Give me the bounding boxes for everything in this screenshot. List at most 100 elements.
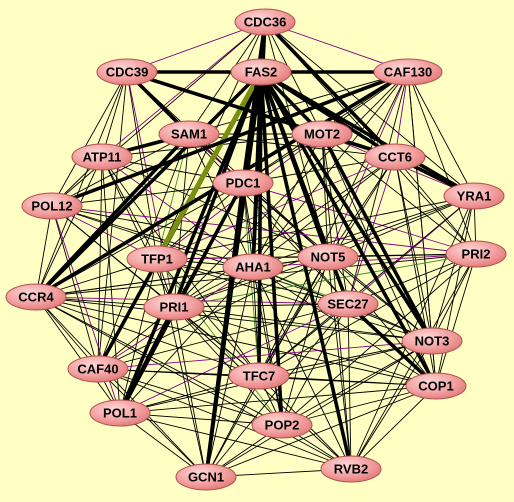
edge-fas2-not5: [259, 70, 330, 259]
node-cop1[interactable]: COP1: [405, 372, 467, 400]
node-ellipse: [251, 411, 313, 439]
edge-pri1-gcn1: [173, 306, 207, 478]
edge-cdc36-mot2: [264, 21, 323, 135]
edge-sec27-pol1: [119, 303, 349, 414]
node-cdc39[interactable]: CDC39: [96, 58, 158, 86]
node-label: PRI2: [462, 247, 491, 262]
edge-not3-tfc7: [258, 340, 433, 377]
edge-not3-rvb2: [350, 340, 433, 470]
node-sam1[interactable]: SAM1: [158, 120, 220, 148]
edge-caf130-pol12: [50, 70, 410, 208]
edge-pol12-caf40: [51, 205, 99, 370]
node-ellipse: [445, 240, 507, 268]
edge-mot2-pri2: [321, 133, 477, 255]
edge-cct6-pri2: [394, 156, 477, 255]
edge-caf130-yra1: [407, 71, 475, 197]
node-label: RVB2: [334, 462, 368, 477]
edge-caf40-rvb2: [97, 368, 352, 470]
node-pdc1[interactable]: PDC1: [212, 169, 274, 197]
node-pri2[interactable]: PRI2: [445, 240, 507, 268]
edge-pri1-pop2: [173, 306, 283, 426]
edge-pol12-ccr4: [35, 205, 53, 298]
node-mot2[interactable]: MOT2: [291, 120, 353, 148]
edge-atp11-ccr4: [35, 156, 103, 298]
node-label: ATP11: [83, 150, 122, 165]
node-cct6[interactable]: CCT6: [364, 143, 426, 171]
edge-cop1-gcn1: [205, 385, 437, 478]
node-ellipse: [373, 58, 443, 86]
node-label: TFC7: [243, 369, 276, 384]
node-label: POP2: [265, 418, 300, 433]
edge-pol12-sec27: [51, 205, 349, 305]
node-ellipse: [21, 192, 83, 220]
node-label: MOT2: [304, 127, 340, 142]
edge-ccr4-cop1: [35, 296, 437, 387]
node-not3[interactable]: NOT3: [401, 327, 463, 355]
edge-pri2-rvb2: [350, 253, 477, 470]
node-atp11[interactable]: ATP11: [71, 143, 133, 171]
edge-cop1-rvb2: [350, 385, 437, 470]
node-ccr4[interactable]: CCR4: [5, 283, 67, 311]
edge-cdc36-pdc1: [241, 20, 267, 185]
node-label: YRA1: [457, 189, 492, 204]
node-ellipse: [405, 372, 467, 400]
edge-caf40-pop2: [97, 368, 283, 426]
node-ellipse: [175, 463, 237, 491]
node-ellipse: [158, 120, 220, 148]
edge-caf130-cct6: [394, 71, 409, 158]
edge-pri1-cop1: [173, 306, 437, 387]
edge-pol1-rvb2: [119, 412, 352, 470]
node-tfp1[interactable]: TFP1: [126, 245, 188, 273]
node-pol12[interactable]: POL12: [21, 192, 83, 220]
node-label: POL1: [103, 406, 137, 421]
edge-sec27-gcn1: [205, 303, 349, 478]
node-ellipse: [71, 143, 133, 171]
edge-not5-pop2: [281, 256, 329, 426]
node-caf40[interactable]: CAF40: [67, 355, 129, 383]
node-tfc7[interactable]: TFC7: [228, 362, 290, 390]
node-ellipse: [212, 169, 274, 197]
edge-cdc39-pol12: [51, 71, 128, 207]
node-label: CCR4: [18, 290, 54, 305]
edge-pri2-not3: [431, 253, 477, 342]
edge-cct6-not3: [394, 156, 433, 342]
node-ellipse: [222, 253, 284, 281]
edge-aha1-rvb2: [252, 266, 352, 470]
node-ellipse: [89, 399, 151, 427]
node-ellipse: [443, 182, 505, 210]
edge-cct6-aha1: [252, 156, 396, 268]
node-not5[interactable]: NOT5: [297, 243, 359, 271]
edge-pdc1-gcn1: [204, 181, 245, 479]
node-label: CAF40: [77, 362, 118, 377]
node-label: NOT3: [415, 334, 450, 349]
node-sec27[interactable]: SEC27: [317, 290, 379, 318]
node-gcn1[interactable]: GCN1: [175, 463, 237, 491]
node-caf130[interactable]: CAF130: [373, 58, 443, 86]
edge-not3-caf40: [97, 340, 433, 370]
edge-pri1-not3: [173, 306, 433, 342]
node-label: PDC1: [226, 176, 261, 191]
edge-fas2-rvb2: [259, 70, 353, 471]
node-cdc36[interactable]: CDC36: [234, 8, 296, 36]
edge-atp11-tfp1: [101, 156, 158, 260]
node-aha1[interactable]: AHA1: [222, 253, 284, 281]
node-ellipse: [5, 283, 67, 311]
edge-not5-rvb2: [327, 256, 352, 470]
node-pri1[interactable]: PRI1: [143, 293, 205, 321]
node-ellipse: [297, 243, 359, 271]
edge-ccr4-not3: [35, 296, 433, 342]
node-rvb2[interactable]: RVB2: [320, 455, 382, 483]
node-ellipse: [320, 455, 382, 483]
node-pop2[interactable]: POP2: [251, 411, 313, 439]
node-pol1[interactable]: POL1: [89, 399, 151, 427]
node-label: COP1: [418, 379, 453, 394]
edge-ccr4-pol1: [35, 296, 121, 414]
node-label: SEC27: [327, 297, 368, 312]
edge-caf130-sam1: [188, 71, 409, 135]
node-yra1[interactable]: YRA1: [443, 182, 505, 210]
node-ellipse: [291, 120, 353, 148]
node-ellipse: [126, 245, 188, 273]
node-fas2[interactable]: FAS2: [230, 58, 292, 86]
edge-sam1-ccr4: [34, 132, 191, 299]
